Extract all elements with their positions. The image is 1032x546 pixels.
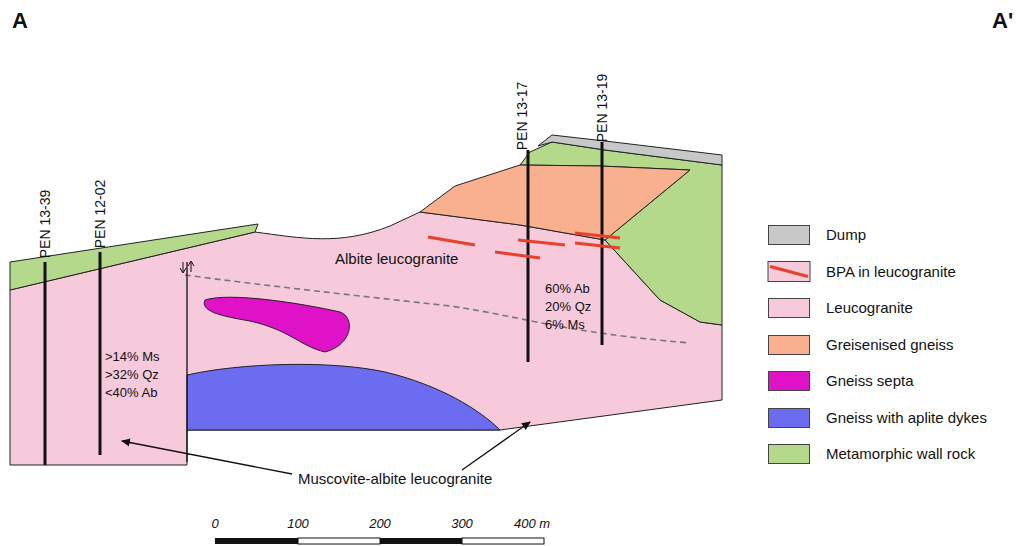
composition: >14% Ms <box>105 350 160 365</box>
legend-swatch <box>768 444 810 464</box>
legend-swatch <box>768 225 810 245</box>
scale-number: 100 <box>287 517 309 532</box>
legend-sample <box>768 262 810 282</box>
scale-number: 0 <box>211 517 218 532</box>
legend-text: BPA in leucogranite <box>826 263 956 280</box>
legend-swatch <box>768 371 810 391</box>
legend-swatch <box>768 335 810 355</box>
scale-number: 300 <box>451 517 473 532</box>
legend-text: Greisenised gneiss <box>826 336 954 353</box>
composition: >32% Qz <box>105 368 159 383</box>
composition: 6% Ms <box>545 318 585 333</box>
composition: 20% Qz <box>545 300 591 315</box>
unit-label: Muscovite-albite leucogranite <box>298 470 492 487</box>
section-end: A <box>12 8 28 33</box>
section-end: A' <box>992 8 1013 33</box>
legend-text: Dump <box>826 226 866 243</box>
legend-swatch <box>768 298 810 318</box>
legend-text: Metamorphic wall rock <box>826 445 975 462</box>
composition: <40% Ab <box>105 386 157 401</box>
borehole-name: PEN 13-17 <box>514 82 530 150</box>
scale-number: 400 m <box>514 517 550 532</box>
borehole-name: PEN 13-39 <box>37 190 53 258</box>
legend-swatch <box>768 408 810 428</box>
scale-number: 200 <box>369 517 391 532</box>
legend-text: Gneiss with aplite dykes <box>826 409 987 426</box>
composition: 60% Ab <box>545 282 590 297</box>
legend-text: Gneiss septa <box>826 372 914 389</box>
legend-swatch <box>768 262 810 282</box>
legend-text: Leucogranite <box>826 299 913 316</box>
borehole-name: PEN 12-02 <box>92 180 108 248</box>
unit-label: Albite leucogranite <box>335 250 458 267</box>
borehole-name: PEN 13-19 <box>594 74 610 142</box>
